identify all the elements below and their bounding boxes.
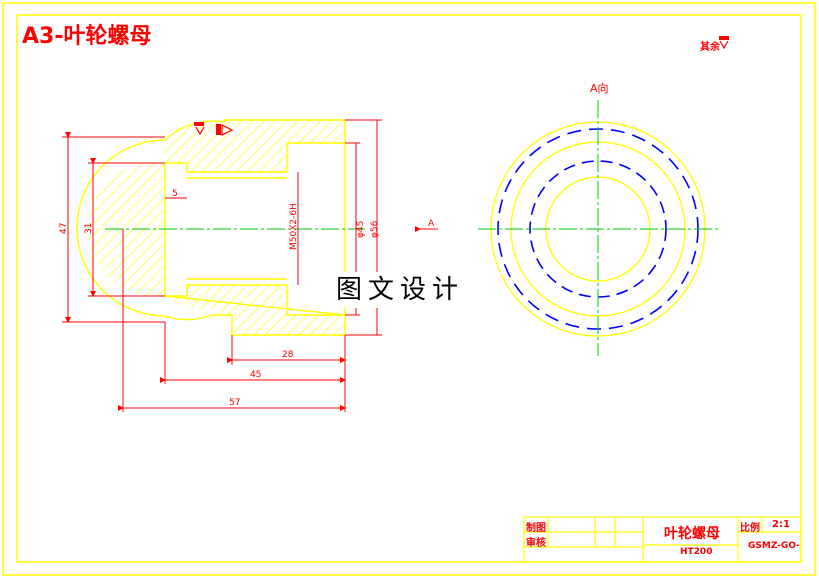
title-block [523, 516, 802, 563]
tb-scale-value: 2:1 [772, 519, 790, 530]
surface-finish-symbols [194, 122, 234, 136]
tb-material: HT200 [680, 547, 713, 557]
dim-47: 47 [59, 223, 69, 234]
dim-5: 5 [172, 189, 178, 199]
dimensions [62, 119, 438, 412]
dim-phi45: φ45 [356, 221, 366, 238]
inner-frame [16, 14, 802, 563]
tb-drawn-label: 制图 [526, 523, 546, 534]
dim-28: 28 [282, 350, 294, 360]
dim-phi56: φ56 [370, 220, 380, 238]
hatch-top-body [165, 120, 345, 172]
hatch-bottom-body [165, 285, 345, 335]
dim-45: 45 [250, 370, 261, 380]
general-finish-symbol [719, 36, 729, 50]
tb-drawing-number: GSMZ-GO- [748, 541, 800, 551]
tb-scale-label: 比例 [740, 523, 760, 534]
dim-31: 31 [84, 223, 94, 234]
watermark: 图文设计 [330, 272, 501, 308]
end-view [478, 100, 718, 356]
section-view [76, 119, 365, 336]
tb-checked-label: 审核 [526, 538, 546, 549]
dim-thread: M50X2-6H [289, 203, 299, 250]
surface-finish-note: 其余 [700, 42, 720, 53]
view-label: A向 [590, 81, 609, 95]
drawing-title: A3-叶轮螺母 [22, 24, 152, 49]
section-marker: A [428, 219, 435, 229]
dim-57: 57 [229, 398, 240, 408]
tb-part-name: 叶轮螺母 [664, 526, 720, 542]
